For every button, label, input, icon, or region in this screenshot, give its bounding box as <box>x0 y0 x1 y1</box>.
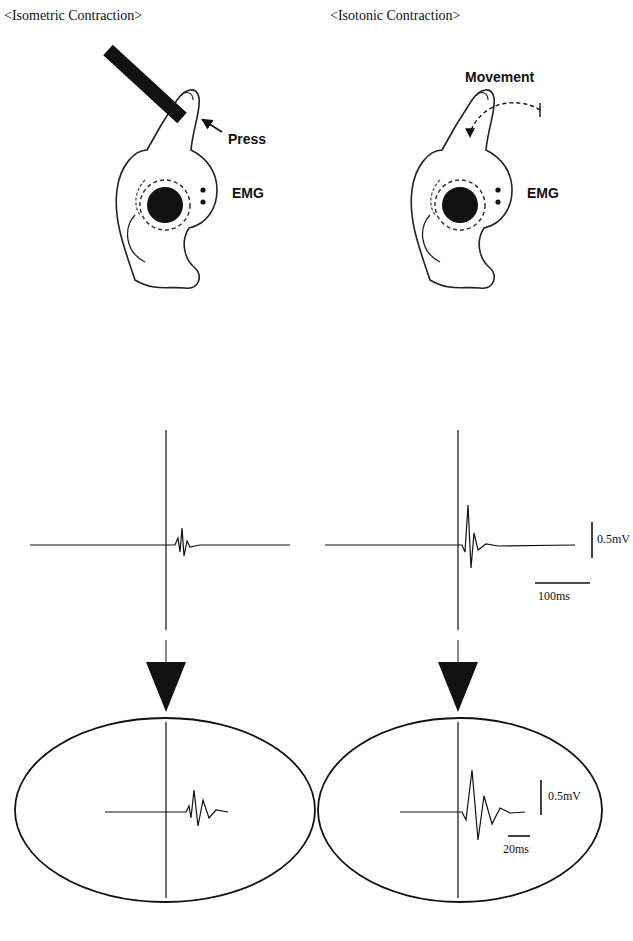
scale-label: 20ms <box>503 843 529 856</box>
panel-title: <Isometric Contraction> <box>4 8 142 23</box>
panel-title: <Isotonic Contraction> <box>330 8 461 23</box>
action-label: Movement <box>465 70 534 85</box>
electrode-label: EMG <box>527 186 559 201</box>
scale-label: 0.5mV <box>548 790 581 803</box>
action-label: Press <box>228 132 266 147</box>
scale-label: 100ms <box>538 590 570 603</box>
electrode-label: EMG <box>232 186 264 201</box>
scale-label: 0.5mV <box>597 533 630 546</box>
